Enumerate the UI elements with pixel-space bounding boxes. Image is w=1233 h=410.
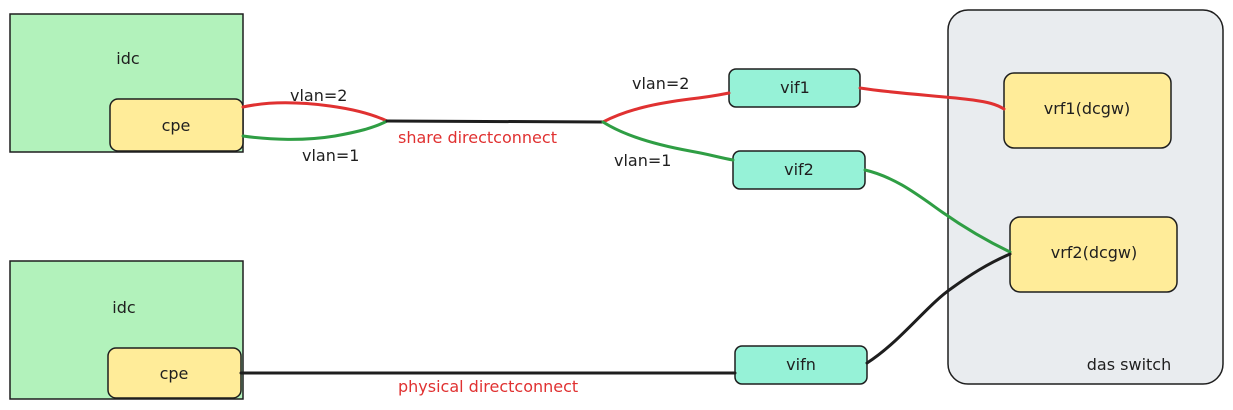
- physical-directconnect-label: physical directconnect: [398, 377, 578, 396]
- vrf2-label: vrf2(dcgw): [1051, 243, 1138, 262]
- cpe-top-box: [109, 98, 244, 152]
- cpe-top-label: cpe: [162, 116, 191, 135]
- right-vlan-bottom-label: vlan=1: [614, 151, 671, 170]
- left-vlan-top-label: vlan=2: [290, 86, 347, 105]
- share-to-vif2-green-link: [601, 120, 735, 162]
- share-directconnect-line: [385, 119, 605, 124]
- vif-group: vif1 vif2 vifn: [728, 68, 868, 385]
- vif1-label: vif1: [780, 78, 810, 97]
- vif2-to-vrf2-link: [863, 168, 1012, 254]
- cpe-top-red-link: [241, 101, 389, 123]
- das-switch-label: das switch: [1087, 355, 1171, 374]
- idc-bottom-label: idc: [112, 298, 135, 317]
- cpe-top-green-link: [241, 119, 389, 141]
- share-to-vif1-red-link: [601, 91, 731, 124]
- vif1-to-vrf1-link: [858, 86, 1006, 111]
- right-vlan-top-label: vlan=2: [632, 74, 689, 93]
- connection-labels: vlan=2 vlan=1 share directconnect vlan=2…: [290, 74, 689, 396]
- vifn-to-vrf2-link: [865, 252, 1012, 365]
- connection-lines: [239, 86, 1012, 375]
- das-switch-box: [947, 9, 1224, 385]
- idc-bottom-group: idc cpe: [9, 260, 244, 400]
- idc-top-label: idc: [116, 49, 139, 68]
- idc-top-group: idc cpe: [9, 13, 244, 153]
- das-switch-group: das switch vrf1(dcgw) vrf2(dcgw): [947, 9, 1224, 385]
- vifn-label: vifn: [786, 355, 816, 374]
- vifn-box: [734, 345, 868, 385]
- vrf1-label: vrf1(dcgw): [1044, 99, 1131, 118]
- share-directconnect-label: share directconnect: [398, 128, 557, 147]
- cpe-bottom-label: cpe: [160, 364, 189, 383]
- left-vlan-bottom-label: vlan=1: [302, 146, 359, 165]
- vif2-label: vif2: [784, 160, 814, 179]
